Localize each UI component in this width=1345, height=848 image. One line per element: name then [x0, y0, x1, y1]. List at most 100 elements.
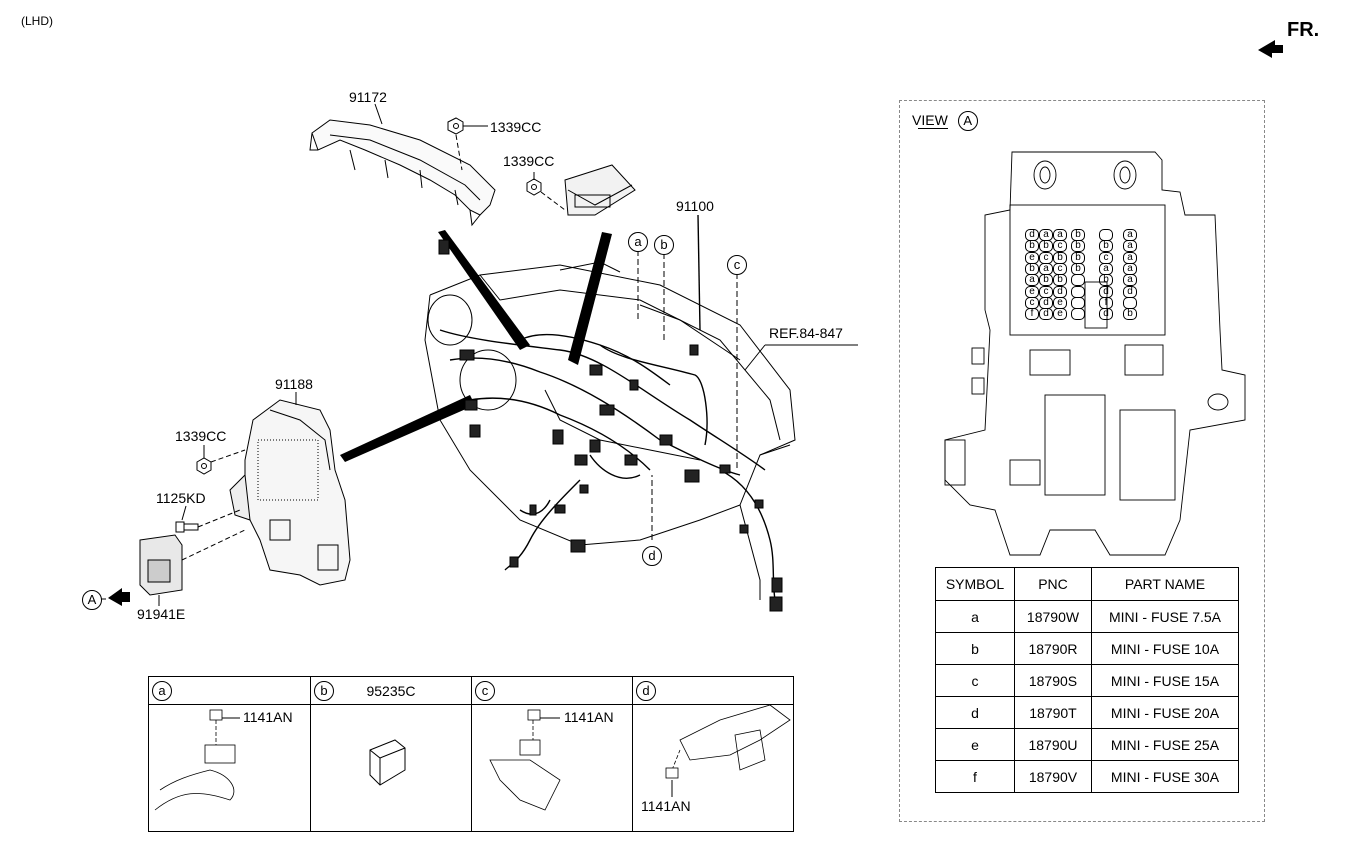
part-91941e-label: 91941E	[137, 606, 186, 622]
fuse-slot	[1071, 296, 1085, 309]
symbol-cell: c	[935, 664, 1015, 697]
part-91172-label: 91172	[349, 89, 387, 105]
part-name-cell: MINI - FUSE 30A	[1091, 760, 1239, 793]
fuse-slot: a	[1025, 274, 1039, 287]
pnc-cell: 18790V	[1014, 760, 1092, 793]
view-title-text: VIEW	[912, 112, 948, 128]
fuse-slot: d	[1039, 308, 1053, 321]
table-row: e 18790U MINI - FUSE 25A	[935, 728, 1239, 761]
view-title-marker: A	[957, 111, 978, 131]
nut-1339cc-mid	[526, 178, 542, 196]
control-module	[564, 164, 636, 216]
fuse-slot: d	[1053, 285, 1067, 298]
fuse-slot: d	[1123, 285, 1137, 298]
detail-a-part-label: 1141AN	[243, 709, 293, 725]
fuse-slot	[1071, 308, 1085, 321]
part-name-cell: MINI - FUSE 10A	[1091, 632, 1239, 665]
fuse-slot: e	[1053, 308, 1067, 321]
fuse-slot: b	[1039, 274, 1053, 287]
symbol-cell: e	[935, 728, 1015, 761]
pnc-cell: 18790R	[1014, 632, 1092, 665]
front-arrow-icon	[1258, 40, 1283, 58]
fuse-slot: b	[1053, 251, 1067, 264]
variant-label: (LHD)	[21, 14, 53, 28]
fuse-slot	[1123, 296, 1137, 309]
part-1339cc-mid-label: 1339CC	[503, 153, 555, 169]
harness-connectors	[438, 239, 783, 612]
fuse-slot: a	[1123, 251, 1137, 264]
reference-label: REF.84-847	[769, 325, 843, 341]
symbol-cell: a	[935, 600, 1015, 633]
table-row: f 18790V MINI - FUSE 30A	[935, 760, 1239, 793]
fuse-slot: b	[1099, 240, 1113, 253]
fuse-box-view-a	[944, 151, 1246, 556]
detail-cell-header: d	[633, 677, 793, 705]
detail-cell-marker: d	[636, 681, 656, 701]
table-row: a 18790W MINI - FUSE 7.5A	[935, 600, 1239, 633]
detail-c-part-label: 1141AN	[564, 709, 614, 725]
detail-d-drawing	[665, 704, 791, 779]
table-header-row: SYMBOL PNC PART NAME	[935, 567, 1239, 601]
fuse-slot: c	[1039, 251, 1053, 264]
fuse-slot: c	[1053, 240, 1067, 253]
detail-b-marker: b	[654, 235, 674, 255]
detail-d-marker: d	[642, 546, 662, 566]
harness-strap-3	[340, 395, 475, 462]
fuse-slot: b	[1099, 274, 1113, 287]
pnc-cell: 18790S	[1014, 664, 1092, 697]
fuse-slot: b	[1025, 262, 1039, 275]
fuse-slot: d	[1099, 285, 1113, 298]
relay-91941e	[139, 534, 183, 596]
detail-table: a b 95235C c d	[148, 676, 794, 832]
view-a-arrow-icon	[108, 588, 130, 606]
symbol-cell: f	[935, 760, 1015, 793]
fuse-slot: c	[1053, 262, 1067, 275]
fuse-slot: a	[1053, 229, 1067, 241]
fuse-slot: f	[1025, 308, 1039, 321]
fuse-slot: a	[1039, 262, 1053, 275]
pnc-cell: 18790T	[1014, 696, 1092, 729]
part-name-cell: MINI - FUSE 7.5A	[1091, 600, 1239, 633]
detail-a-drawing	[154, 709, 236, 811]
fuse-slot: e	[1025, 285, 1039, 298]
fuse-slot: f	[1099, 296, 1113, 309]
fuse-slot: b	[1039, 240, 1053, 253]
detail-c-marker: c	[727, 255, 747, 275]
junction-box-91188	[229, 399, 351, 586]
view-title: VIEW A	[912, 111, 1006, 131]
part-1125kd-label: 1125KD	[156, 490, 206, 506]
part-91100-label: 91100	[676, 198, 714, 214]
fuse-parts-table: SYMBOL PNC PART NAME a 18790W MINI - FUS…	[935, 567, 1239, 793]
fuse-slot: b	[1025, 240, 1039, 253]
part-91188-label: 91188	[275, 376, 313, 392]
fuse-slot: b	[1071, 251, 1085, 264]
detail-cell-a: a	[149, 677, 311, 831]
view-a-panel: VIEW A SYMBOL PNC PART NAME a 18790W MIN…	[899, 100, 1265, 822]
detail-cell-title: 95235C	[366, 683, 416, 699]
fuse-slot	[1099, 229, 1113, 241]
fuse-slot: d	[1039, 296, 1053, 309]
fuse-slot: c	[1025, 296, 1039, 309]
nut-1339cc-left	[196, 457, 212, 475]
harness-strap-2	[568, 232, 612, 365]
bracket-91172	[309, 119, 496, 227]
detail-cell-marker: c	[475, 681, 495, 701]
detail-cell-header: b 95235C	[311, 677, 471, 705]
fuse-slot: a	[1039, 229, 1053, 241]
fuse-slot: d	[1099, 308, 1113, 321]
pnc-cell: 18790W	[1014, 600, 1092, 633]
fuse-slot: d	[1025, 229, 1039, 241]
fuse-slot: e	[1053, 296, 1067, 309]
fuse-slot: a	[1099, 262, 1113, 275]
front-direction-label: FR.	[1287, 19, 1320, 41]
header-symbol: SYMBOL	[935, 567, 1015, 601]
fuse-slot: b	[1123, 308, 1137, 321]
part-name-cell: MINI - FUSE 15A	[1091, 664, 1239, 697]
detail-cell-header: a	[149, 677, 310, 705]
pnc-cell: 18790U	[1014, 728, 1092, 761]
part-1339cc-left-label: 1339CC	[175, 428, 227, 444]
detail-cell-c: c	[472, 677, 633, 831]
detail-d-part-label: 1141AN	[641, 798, 691, 814]
table-row: c 18790S MINI - FUSE 15A	[935, 664, 1239, 697]
